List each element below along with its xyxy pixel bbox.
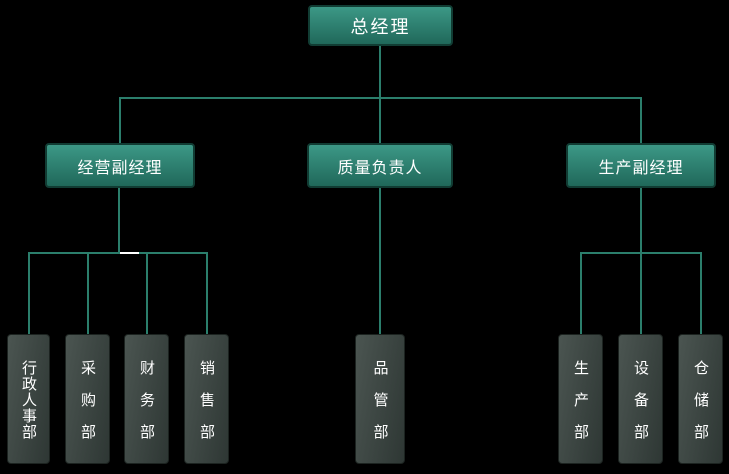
node-warehouse-dept-label: 仓储部 <box>692 359 708 456</box>
node-sales-dept: 销售部 <box>184 334 229 464</box>
node-purchasing-dept: 采购部 <box>65 334 110 464</box>
node-qc-dept-label: 品管部 <box>371 359 388 456</box>
connector-ops-drop-admin-hr <box>28 252 30 334</box>
node-production-dept-label: 生产部 <box>572 359 588 456</box>
node-admin-hr-dept: 行政人事部 <box>7 334 50 464</box>
connector-level2-drop-quality <box>379 97 381 143</box>
node-quality-manager-label: 质量负责人 <box>337 159 423 177</box>
connector-production-drop-warehouse <box>700 252 702 334</box>
connector-ops-drop-finance <box>146 252 148 334</box>
connector-ops-drop-sales <box>206 252 208 334</box>
node-purchasing-dept-label: 采购部 <box>79 359 95 456</box>
node-ops-deputy-manager-label: 经营副经理 <box>77 159 163 177</box>
connector-quality-stem <box>379 188 381 334</box>
connector-ops-stem <box>118 188 120 254</box>
node-admin-hr-dept-label: 行政人事部 <box>20 359 36 440</box>
connector-level2-drop-production <box>640 97 642 143</box>
connector-ops-hbar <box>28 252 208 254</box>
connector-production-drop-production <box>580 252 582 334</box>
node-production-deputy-manager: 生产副经理 <box>566 143 716 188</box>
node-equipment-dept: 设备部 <box>618 334 663 464</box>
node-warehouse-dept: 仓储部 <box>678 334 723 464</box>
node-sales-dept-label: 销售部 <box>198 359 214 456</box>
node-general-manager: 总经理 <box>308 5 453 46</box>
connector-ops-drop-purchasing <box>87 252 89 334</box>
node-quality-manager: 质量负责人 <box>307 143 453 188</box>
connector-production-stem <box>640 188 642 254</box>
node-production-dept: 生产部 <box>558 334 603 464</box>
node-finance-dept: 财务部 <box>124 334 169 464</box>
node-production-deputy-manager-label: 生产副经理 <box>598 159 684 177</box>
node-qc-dept: 品管部 <box>355 334 405 464</box>
connector-root-stem <box>379 46 381 99</box>
node-equipment-dept-label: 设备部 <box>632 359 648 456</box>
node-finance-dept-label: 财务部 <box>138 359 154 456</box>
node-general-manager-label: 总经理 <box>350 16 411 37</box>
connector-level2-drop-ops <box>119 97 121 143</box>
node-ops-deputy-manager: 经营副经理 <box>45 143 195 188</box>
connector-production-drop-equipment <box>640 252 642 334</box>
connector-white-artifact <box>120 252 139 254</box>
